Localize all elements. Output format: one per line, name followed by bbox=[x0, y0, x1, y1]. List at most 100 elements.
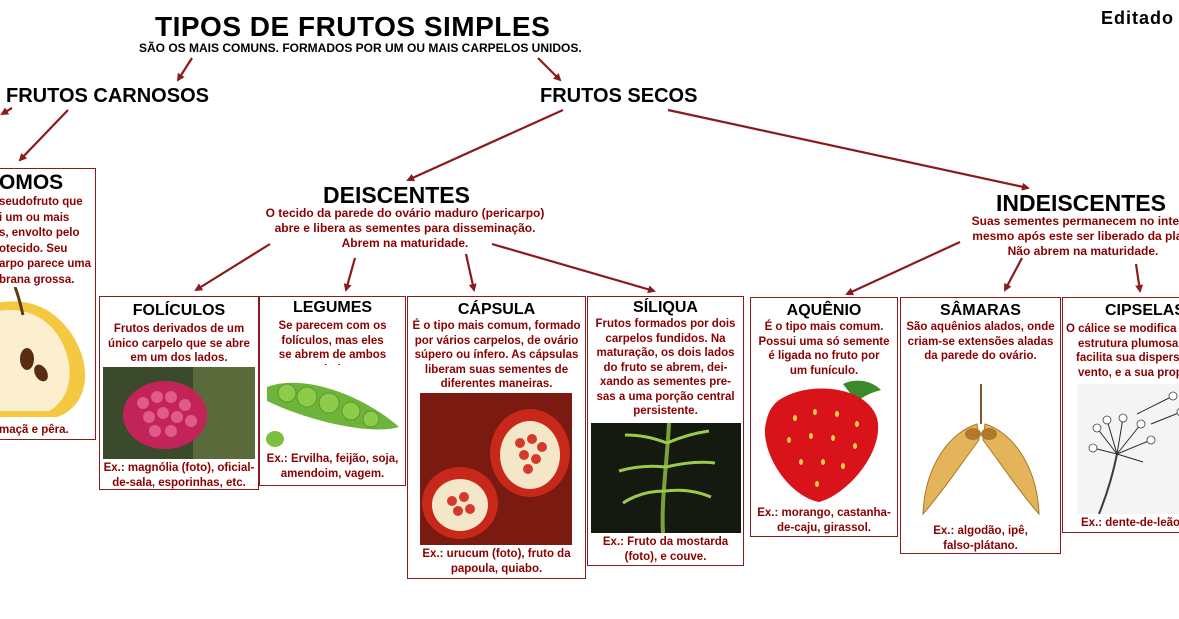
siliqua-line: persistente. bbox=[633, 405, 698, 417]
arrow-to-legumes bbox=[343, 257, 357, 292]
aquenio-description: É o tipo mais comum. Possui uma só semen… bbox=[754, 320, 894, 378]
pomos-line: otecido. Seu bbox=[0, 242, 68, 255]
legumes-line: se abrem de ambos bbox=[278, 349, 387, 361]
pomos-line: brana grossa. bbox=[0, 273, 75, 286]
pea-pod-photo bbox=[263, 365, 403, 449]
cipselas-example: Ex.: dente-de-leão bbox=[1081, 516, 1179, 531]
legumes-line: folículos, mas eles bbox=[281, 334, 384, 347]
arrow-to-siliqua bbox=[491, 242, 656, 294]
strawberry-photo bbox=[759, 378, 891, 504]
cipselas-example-line: Ex.: dente-de-leão bbox=[1081, 517, 1179, 529]
box-capsula: CÁPSULA É o tipo mais comum, formado por… bbox=[407, 296, 586, 579]
indeiscentes-line: Não abrem na maturidade. bbox=[1007, 244, 1159, 258]
pomos-line: arpo parece uma bbox=[0, 258, 92, 270]
foliculos-description: Frutos derivados de um único carpelo que… bbox=[103, 322, 255, 366]
magnolia-photo bbox=[103, 367, 255, 459]
siliqua-example-line: Ex.: Fruto da mostarda bbox=[602, 536, 729, 548]
edited-badge: Editado bbox=[1101, 8, 1174, 28]
pomos-example: maçã e pêra. bbox=[0, 424, 69, 436]
deiscentes-line: abre e libera as sementes para dissemina… bbox=[274, 221, 536, 235]
indeiscentes-line: Suas sementes permanecem no interio bbox=[971, 214, 1179, 228]
frutos-carnosos-label: FRUTOS CARNOSOS bbox=[6, 85, 209, 107]
samaras-line: criam-se extensões aladas bbox=[907, 335, 1054, 348]
capsula-line: súpero ou ínfero. As cápsulas bbox=[414, 349, 579, 361]
box-samaras: SÂMARAS São aquênios alados, onde criam-… bbox=[900, 297, 1061, 554]
capsula-line: por vários carpelos, de ovário bbox=[414, 334, 579, 347]
capsula-example-line: Ex.: urucum (foto), fruto da bbox=[422, 548, 571, 560]
samaras-title: SÂMARAS bbox=[940, 302, 1021, 319]
foliculos-line: em um dos lados. bbox=[130, 352, 228, 364]
pomos-description: seudofruto que i um ou mais s, envolto p… bbox=[0, 195, 93, 288]
capsula-title: CÁPSULA bbox=[457, 301, 536, 318]
siliqua-line: carpelos fundidos. Na bbox=[605, 332, 726, 345]
deiscentes-label: DEISCENTES bbox=[323, 182, 470, 208]
aquenio-line: Possui uma só semente bbox=[758, 335, 890, 348]
indeiscentes-description: Suas sementes permanecem no interio mesm… bbox=[948, 214, 1179, 259]
siliqua-line: maturação, os dois lados bbox=[596, 347, 735, 359]
deiscentes-line: O tecido da parede do ovário maduro (per… bbox=[265, 206, 545, 220]
box-aquenio: AQUÊNIO É o tipo mais comum. Possui uma … bbox=[750, 297, 898, 537]
siliqua-example: Ex.: Fruto da mostarda (foto), e couve. bbox=[590, 535, 741, 565]
foliculos-line: Frutos derivados de um bbox=[113, 323, 245, 335]
siliqua-line: do fruto se abrem, dei- bbox=[603, 361, 728, 374]
capsula-line: diferentes maneiras. bbox=[440, 378, 553, 390]
urucum-photo bbox=[420, 393, 572, 545]
samaras-example-line: falso-plátano. bbox=[943, 540, 1018, 552]
arrow-to-samaras bbox=[1004, 257, 1023, 292]
samaras-line: São aquênios alados, onde bbox=[906, 321, 1055, 333]
aquenio-example-line: de-caju, girassol. bbox=[777, 522, 871, 534]
dandelion-photo bbox=[1077, 384, 1179, 514]
samaras-example: Ex.: algodão, ipê, falso-plátano. bbox=[903, 524, 1058, 553]
foliculos-example: Ex.: magnólia (foto), oficial- de-sala, … bbox=[102, 461, 256, 489]
foliculos-line: único carpelo que se abre bbox=[108, 337, 250, 350]
box-cipselas: CIPSELAS O cálice se modifica estrutura … bbox=[1062, 297, 1179, 533]
box-legumes: LEGUMES Se parecem com os folículos, mas… bbox=[259, 296, 406, 486]
pomos-title: OMOS bbox=[0, 171, 64, 194]
mustard-photo bbox=[591, 423, 741, 533]
arrow-to-cipselas bbox=[1134, 263, 1144, 293]
samaras-description: São aquênios alados, onde criam-se exten… bbox=[904, 320, 1057, 364]
cipselas-line: facilita sua dispers bbox=[1076, 352, 1179, 364]
box-siliqua: SÍLIQUA Frutos formados por dois carpelo… bbox=[587, 296, 744, 566]
apple-photo bbox=[0, 287, 85, 417]
cipselas-line: vento, e a sua prop bbox=[1078, 366, 1179, 379]
arrow-to-deiscentes bbox=[406, 108, 564, 182]
legumes-example: Ex.: Ervilha, feijão, soja, amendoim, va… bbox=[262, 452, 403, 482]
arrow-carnosos-left bbox=[0, 107, 13, 116]
capsula-line: liberam suas sementes de bbox=[424, 363, 569, 376]
page-title: TIPOS DE FRUTOS SIMPLES bbox=[155, 11, 551, 42]
foliculos-example-line: Ex.: magnólia (foto), oficial- bbox=[103, 462, 255, 474]
capsula-example: Ex.: urucum (foto), fruto da papoula, qu… bbox=[410, 547, 583, 577]
siliqua-line: sas a uma porção central bbox=[596, 390, 735, 403]
indeiscentes-line: mesmo após este ser liberado da plant bbox=[972, 229, 1179, 243]
aquenio-title: AQUÊNIO bbox=[786, 302, 862, 319]
siliqua-description: Frutos formados por dois carpelos fundid… bbox=[591, 317, 740, 419]
box-pomos: OMOS seudofruto que i um ou mais s, envo… bbox=[0, 168, 96, 440]
capsula-example-line: papoula, quiabo. bbox=[450, 563, 543, 575]
aquenio-example: Ex.: morango, castanha- de-caju, girasso… bbox=[753, 506, 895, 536]
indeiscentes-label: INDEISCENTES bbox=[996, 190, 1166, 216]
foliculos-example-line: de-sala, esporinhas, etc. bbox=[112, 477, 246, 489]
pomos-line: s, envolto pelo bbox=[0, 227, 80, 239]
aquenio-example-line: Ex.: morango, castanha- bbox=[757, 507, 891, 519]
legumes-example-line: amendoim, vagem. bbox=[280, 468, 385, 480]
aquenio-line: É o tipo mais comum. bbox=[764, 321, 884, 333]
arrow-to-capsula bbox=[464, 253, 477, 292]
capsula-line: É o tipo mais comum, formado bbox=[412, 320, 581, 332]
aquenio-line: um funículo. bbox=[789, 364, 859, 377]
arrow-to-indeiscentes bbox=[667, 108, 1030, 191]
arrow-to-carnosos bbox=[176, 57, 193, 82]
samaras-line: da parede do ovário. bbox=[924, 350, 1037, 362]
deiscentes-line: Abrem na maturidade. bbox=[341, 236, 469, 250]
box-foliculos: FOLÍCULOS Frutos derivados de um único c… bbox=[99, 296, 259, 490]
siliqua-title: SÍLIQUA bbox=[633, 299, 698, 316]
arrow-to-pomos bbox=[18, 109, 69, 162]
aquenio-line: é ligada no fruto por bbox=[768, 350, 880, 362]
frutos-secos-label: FRUTOS SECOS bbox=[540, 85, 698, 107]
cipselas-line: O cálice se modifica bbox=[1066, 323, 1177, 335]
pomos-line: i um ou mais bbox=[0, 211, 70, 224]
siliqua-example-line: (foto), e couve. bbox=[624, 551, 707, 563]
legumes-title: LEGUMES bbox=[292, 299, 373, 316]
arrow-to-secos bbox=[537, 57, 562, 82]
cipselas-title: CIPSELAS bbox=[1105, 302, 1179, 319]
